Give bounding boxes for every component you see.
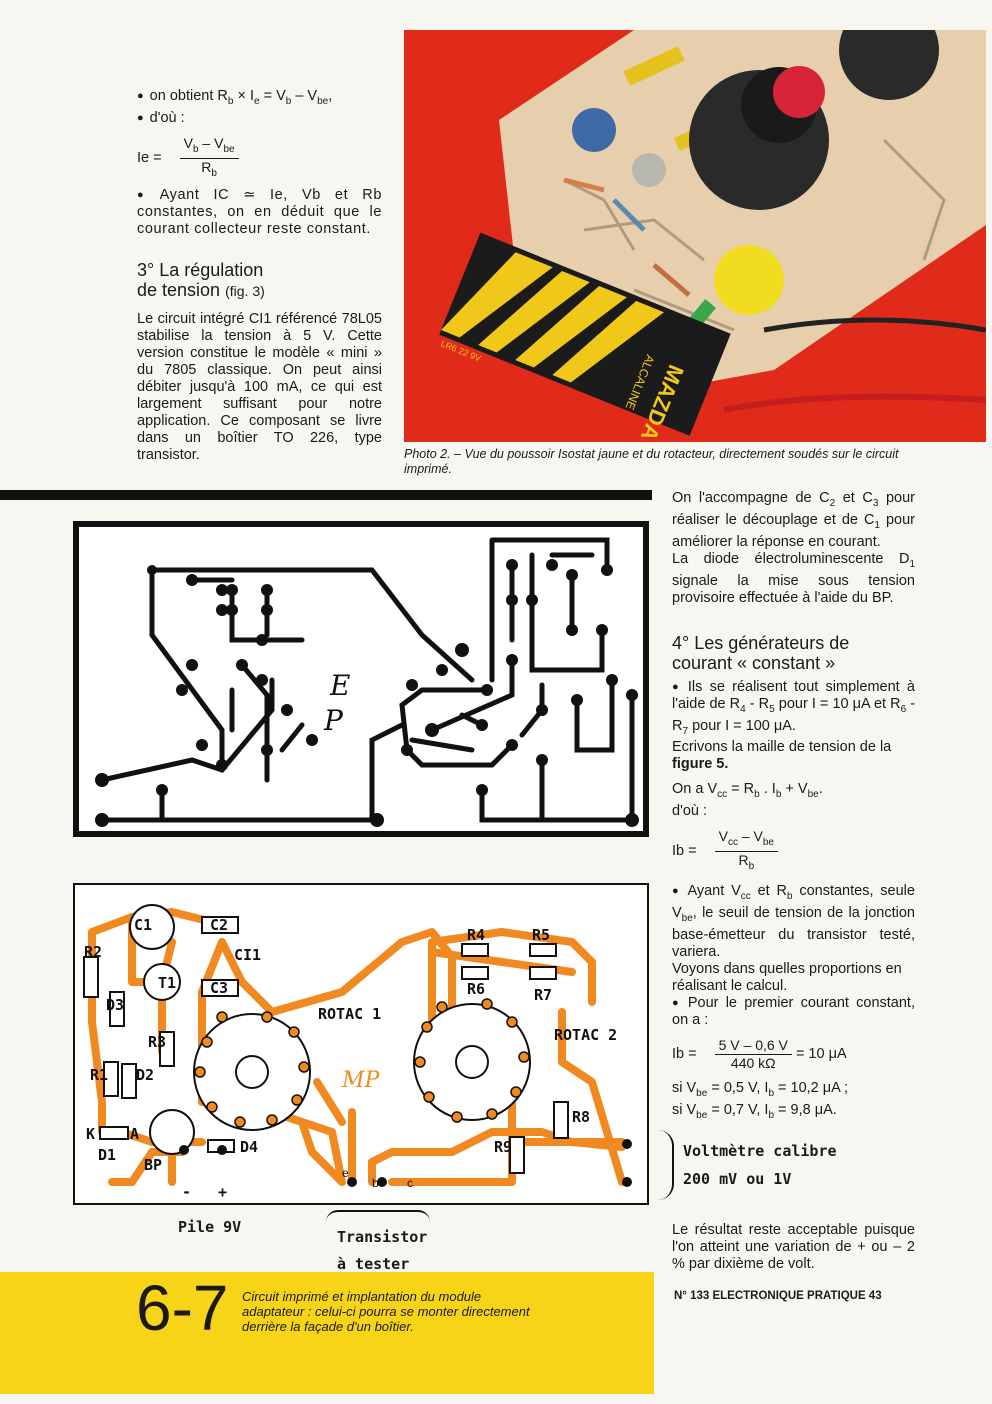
bullet-rb-ie: on obtient Rb × Ie = Vb – Vbe, bbox=[137, 88, 382, 110]
label-plus: + bbox=[218, 1183, 227, 1201]
paragraph-ayant: Ayant IC ≃ Ie, Vb et Rb constantes, on e… bbox=[137, 187, 382, 238]
paragraph-diode: La diode électroluminescente D1 signale … bbox=[672, 550, 915, 606]
equation-vcc: On a Vcc = Rb . Ib + Vbe. bbox=[672, 781, 823, 801]
paragraph-ayant-vcc: Ayant Vcc et Rb constantes, seule Vbe, l… bbox=[672, 883, 915, 961]
label-d4: D4 bbox=[240, 1138, 258, 1156]
label-r1: R1 bbox=[90, 1066, 108, 1084]
label-t1: T1 bbox=[158, 974, 176, 992]
right-column: On l'accompagne de C2 et C3 pour réalise… bbox=[672, 490, 915, 1124]
label-minus: - bbox=[182, 1183, 191, 1201]
label-r6: R6 bbox=[467, 980, 485, 998]
bullet-dou: d'où : bbox=[137, 110, 382, 127]
voltmeter-label-line2: 200 mV ou 1V bbox=[683, 1170, 792, 1188]
figure-caption-band bbox=[0, 1272, 654, 1394]
label-a-tester: à tester bbox=[337, 1255, 410, 1273]
pcb-label-e: E bbox=[329, 669, 350, 702]
label-c1: C1 bbox=[134, 916, 152, 934]
label-pile: Pile 9V bbox=[178, 1218, 242, 1236]
label-r7: R7 bbox=[534, 986, 552, 1004]
label-r3: R3 bbox=[148, 1033, 166, 1051]
paragraph-resultat: Le résultat reste acceptable puisque l'o… bbox=[672, 1222, 915, 1272]
result-vbe-05: si Vbe = 0,5 V, Ib = 10,2 μA ; bbox=[672, 1079, 849, 1099]
figure-number: 6-7 bbox=[136, 1272, 229, 1344]
paragraph-ci1: Le circuit intégré CI1 référencé 78L05 s… bbox=[137, 311, 382, 464]
label-rotac1: ROTAC 1 bbox=[318, 1005, 381, 1023]
label-r2: R2 bbox=[84, 943, 102, 961]
label-d1: D1 bbox=[98, 1146, 116, 1164]
paragraph-premier: Pour le premier courant constant, on a : bbox=[672, 995, 915, 1029]
pcb-label-p: P bbox=[323, 704, 344, 737]
label-mp: MP bbox=[341, 1068, 381, 1093]
heading-generateurs: 4° Les générateurs de courant « constant… bbox=[672, 632, 850, 673]
label-bp: BP bbox=[144, 1156, 162, 1174]
label-r5: R5 bbox=[532, 926, 550, 944]
photo-circuit: MAZDA ALCALINE LR6 22 9V bbox=[404, 30, 986, 442]
component-layout-figure: e b c C1 C2 CI1 C3 R2 T1 D3 R3 R1 D2 K A… bbox=[72, 882, 650, 1212]
label-a: A bbox=[130, 1125, 139, 1143]
label-rotac2: ROTAC 2 bbox=[554, 1026, 617, 1044]
section-divider bbox=[0, 490, 652, 500]
page-reference: N° 133 ELECTRONIQUE PRATIQUE 43 bbox=[674, 1290, 882, 1302]
label-c: c bbox=[407, 1176, 413, 1190]
paragraph-voyons: Voyons dans quelles proportions en réali… bbox=[672, 960, 902, 994]
figure-caption: Circuit imprimé et implantation du modul… bbox=[242, 1289, 530, 1334]
label-r9: R9 bbox=[494, 1138, 512, 1156]
left-column: on obtient Rb × Ie = Vb – Vbe, d'où : Ie… bbox=[137, 88, 382, 464]
photo-caption: Photo 2. – Vue du poussoir Isostat jaune… bbox=[404, 447, 899, 476]
heading-regulation: 3° La régulation de tension (fig. 3) bbox=[137, 260, 265, 301]
result-vbe-07: si Vbe = 0,7 V, Ib = 9,8 μA. bbox=[672, 1101, 837, 1121]
label-c3: C3 bbox=[210, 979, 228, 997]
label-b: b bbox=[372, 1176, 379, 1190]
paragraph-maille: Ecrivons la maille de tension de la figu… bbox=[672, 739, 892, 773]
label-transistor: Transistor bbox=[337, 1228, 428, 1246]
label-c2: C2 bbox=[210, 916, 228, 934]
label-k: K bbox=[86, 1125, 95, 1143]
voltmeter-brace bbox=[658, 1130, 674, 1200]
pcb-copper-figure: E P bbox=[72, 520, 650, 838]
equation-dou: d'où : bbox=[672, 803, 708, 820]
label-ci1: CI1 bbox=[234, 946, 261, 964]
label-r8: R8 bbox=[572, 1108, 590, 1126]
label-r4: R4 bbox=[467, 926, 485, 944]
paragraph-realisent: Ils se réalisent tout simplement à l'aid… bbox=[672, 679, 915, 740]
voltmeter-label-line1: Voltmètre calibre bbox=[683, 1142, 837, 1160]
label-d2: D2 bbox=[136, 1066, 154, 1084]
transistor-brace bbox=[326, 1210, 430, 1222]
paragraph-accompagne: On l'accompagne de C2 et C3 pour réalise… bbox=[672, 490, 915, 550]
label-e: e bbox=[342, 1166, 349, 1180]
label-d3: D3 bbox=[106, 996, 124, 1014]
